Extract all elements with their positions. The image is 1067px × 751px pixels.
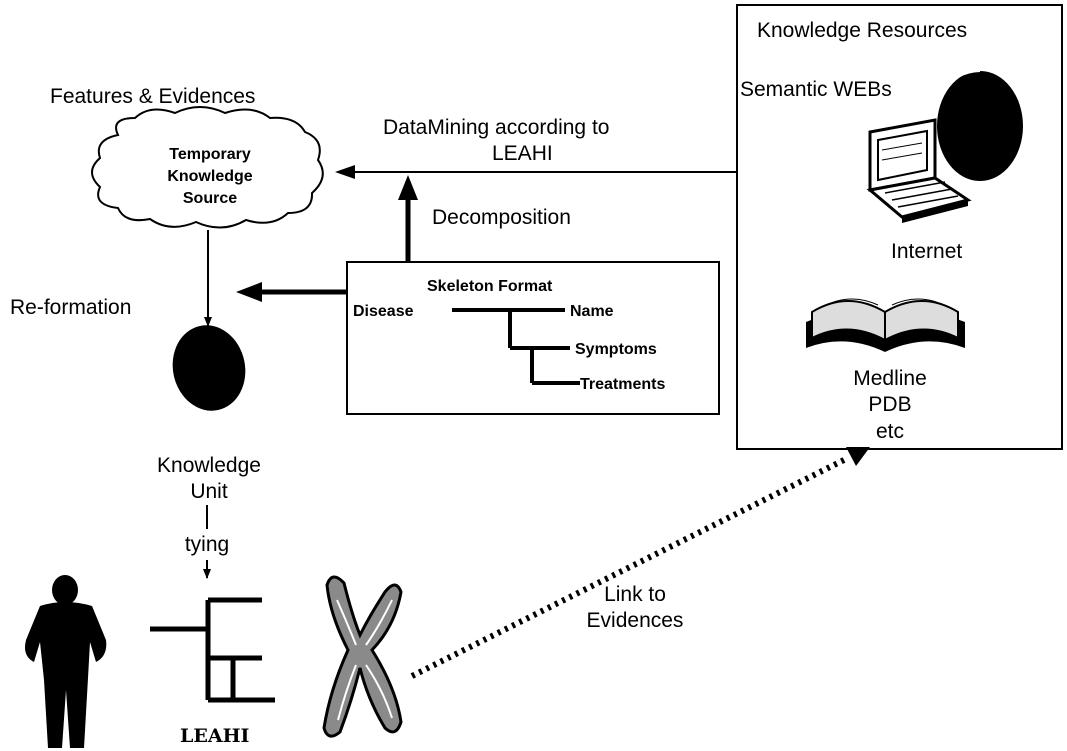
tying-label: tying	[185, 533, 229, 556]
skeleton-tree-lines	[452, 308, 580, 385]
skeleton-branch-symptoms: Symptoms	[575, 341, 657, 358]
knowledge-resources-box	[736, 4, 1063, 450]
datamining-arrowhead	[335, 165, 355, 179]
laptop-icon	[866, 118, 972, 223]
skeleton-format-box	[346, 261, 720, 415]
skeleton-format-title: Skeleton Format	[427, 278, 553, 295]
decomposition-arrowhead	[398, 175, 418, 200]
reformation-arrowhead	[236, 282, 262, 302]
skeleton-root-disease: Disease	[353, 303, 414, 320]
skeleton-branch-name: Name	[570, 303, 614, 320]
leahi-label: LEAHI	[180, 725, 250, 747]
knowledge-unit-line2: Unit	[190, 480, 228, 503]
book-label-medline: Medline	[853, 367, 927, 390]
decomposition-label: Decomposition	[432, 206, 571, 229]
internet-label: Internet	[891, 240, 962, 263]
knowledge-unit-shape	[172, 325, 246, 411]
skeleton-branch-treatments: Treatments	[580, 376, 665, 393]
book-icon	[806, 298, 965, 352]
link-label-line2: Evidences	[587, 609, 684, 632]
cloud-line-source: Source	[183, 190, 237, 207]
leahi-tree-icon	[150, 597, 275, 703]
globe-icon	[937, 70, 1023, 181]
book-label-etc: etc	[876, 420, 904, 443]
cloud-line-temporary: Temporary	[169, 146, 251, 163]
temporary-knowledge-cloud	[91, 106, 324, 229]
link-to-evidences-arrowhead	[846, 447, 870, 466]
features-evidences-heading: Features & Evidences	[50, 85, 255, 108]
datamining-label-line1: DataMining according to	[383, 116, 609, 139]
book-label-pdb: PDB	[868, 393, 911, 416]
link-label-line1: Link to	[604, 583, 666, 606]
knowledge-resources-title: Knowledge Resources	[757, 19, 967, 42]
semantic-webs-label: Semantic WEBs	[740, 78, 892, 101]
datamining-label-line2: LEAHI	[492, 142, 553, 165]
link-to-evidences-dotted-line	[410, 455, 850, 679]
chromosome-icon	[322, 575, 403, 738]
reformation-label: Re-formation	[10, 296, 131, 319]
cloud-line-knowledge: Knowledge	[167, 168, 252, 185]
knowledge-unit-line1: Knowledge	[157, 454, 261, 477]
human-silhouette-icon	[25, 575, 107, 748]
